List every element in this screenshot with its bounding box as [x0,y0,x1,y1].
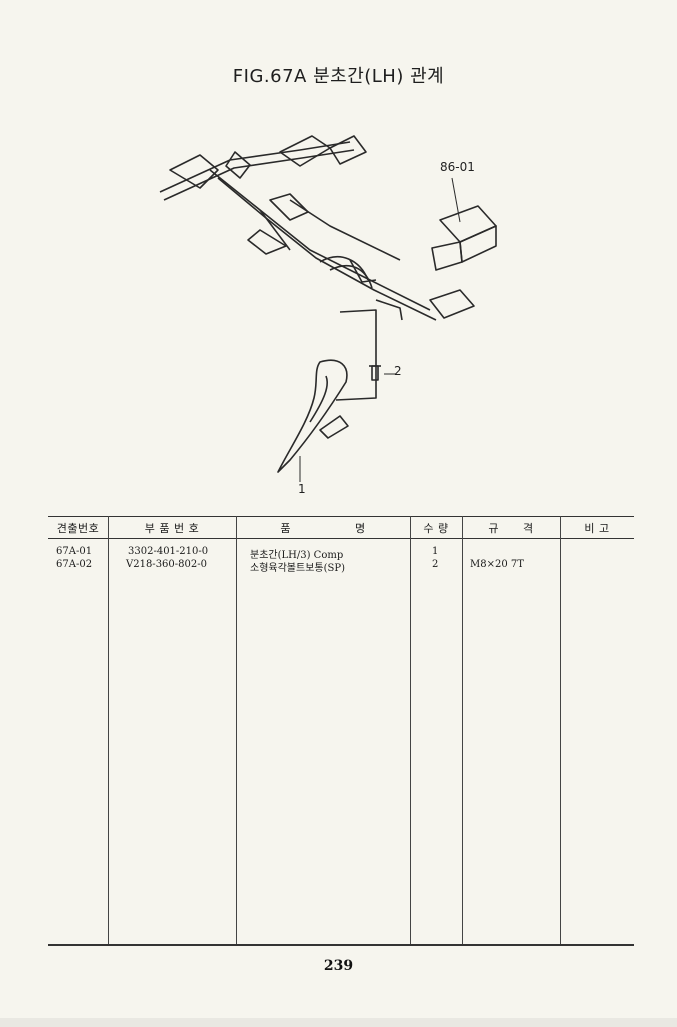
row2-quantity: 2 [432,559,439,570]
table-top-rule [48,516,634,517]
header-index: 견출번호 [56,522,100,535]
page-number: 239 [323,958,354,974]
callout-2: 2 [394,364,402,378]
row1-index: 67A-01 [56,546,93,557]
table-header-rule [48,538,634,539]
scan-edge [0,1018,677,1027]
column-divider [462,516,463,944]
parts-diagram [159,135,497,482]
row2-part-name: 소형육각볼트보통(SP) [250,563,345,574]
row2-spec: M8×20 7T [470,559,524,570]
header-spec: 규 격 [488,522,534,535]
column-divider [560,516,561,944]
column-divider [108,516,109,944]
header-remark: 비 고 [584,522,610,535]
page-title: FIG.67A 분초간(LH) 관계 [232,66,445,87]
callout-1: 1 [298,482,306,496]
header-part-name: 품 명 [280,522,366,535]
callout-86-01: 86-01 [440,160,475,174]
column-divider [410,516,411,944]
column-divider [236,516,237,944]
parts-table: 견출번호 부 품 번 호 품 명 수 량 규 격 비 고 67A-01 3302… [48,516,634,946]
row1-quantity: 1 [432,546,439,557]
row2-index: 67A-02 [56,559,93,570]
row1-part-name: 분초간(LH/3) Comp [250,550,344,561]
row2-part-number: V218-360-802-0 [126,559,207,570]
table-bottom-rule [48,944,634,946]
header-part-number: 부 품 번 호 [144,522,200,535]
header-quantity: 수 량 [423,522,449,535]
row1-part-number: 3302-401-210-0 [128,546,209,557]
